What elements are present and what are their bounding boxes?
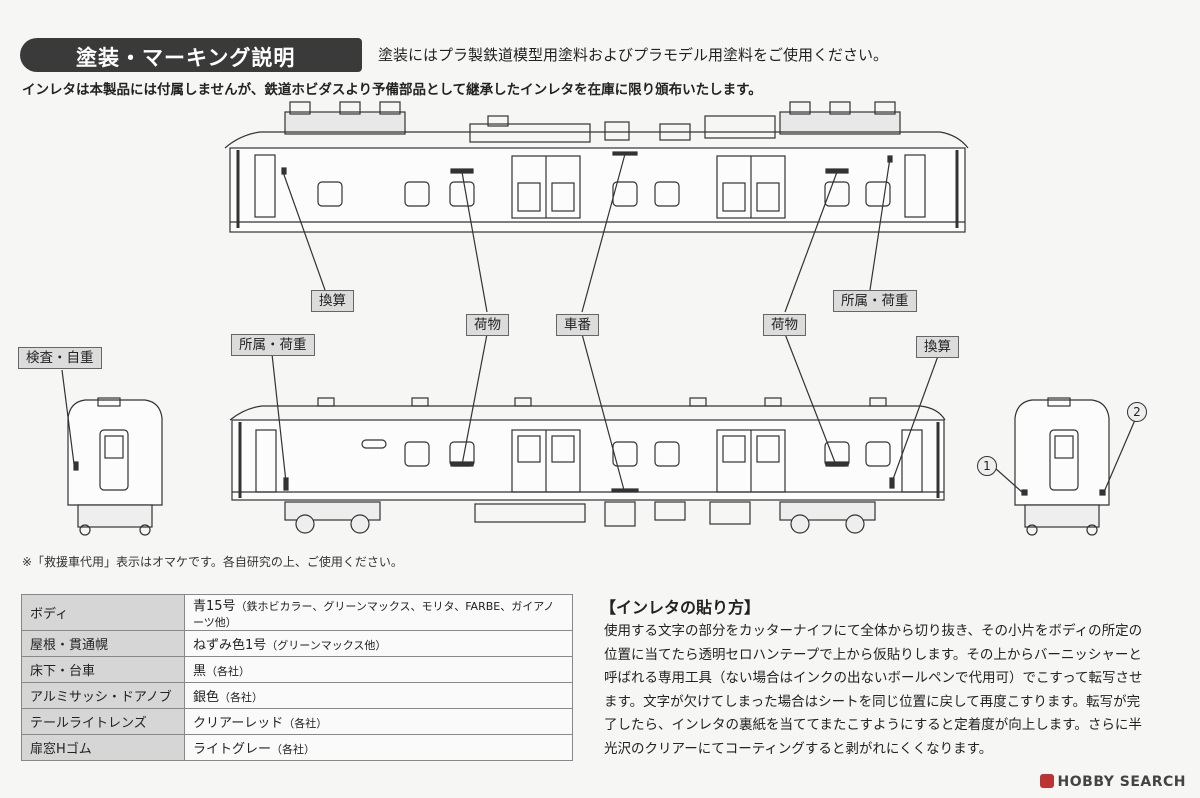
paint-color: ライトグレー（各社） (184, 734, 573, 761)
footnote: ※「救援車代用」表示はオマケです。各自研究の上、ご使用ください。 (22, 555, 403, 569)
paint-brand-note: （各社） (271, 743, 316, 756)
paint-part: 床下・台車 (21, 656, 185, 683)
hobby-search-logo-icon (1039, 774, 1054, 788)
bottom-car-side-view (229, 333, 946, 534)
howto-title: 【インレタの貼り方】 (600, 598, 761, 617)
top-car-side-view (224, 101, 969, 313)
paint-row: テールライトレンズクリアーレッド（各社） (21, 708, 573, 735)
howto-line: 呼ばれる専用工具（ない場合はインクの出ないボールペンで代用可）でこすって転写させ (604, 670, 1143, 687)
label-kansan-top: 換算 (311, 290, 354, 312)
paint-color-name: 黒 (193, 664, 207, 679)
label-kensa: 検査・自重 (18, 347, 102, 369)
marker-circle-2: 2 (1127, 402, 1147, 422)
paint-brand-note: （鉄ホビカラー、グリーンマックス、モリタ、FARBE、ガイアノーツ他） (193, 600, 555, 629)
paint-row: 床下・台車黒（各社） (21, 656, 573, 683)
paint-part: 屋根・貫通幌 (21, 630, 185, 657)
paint-part: アルミサッシ・ドアノブ (21, 682, 185, 709)
paint-row: ボディ青15号（鉄ホビカラー、グリーンマックス、モリタ、FARBE、ガイアノーツ… (21, 594, 573, 631)
watermark: HOBBY SEARCH (1039, 774, 1186, 790)
paint-color: 黒（各社） (184, 656, 573, 683)
paint-color-name: ライトグレー (193, 742, 272, 757)
watermark-text: HOBBY SEARCH (1057, 774, 1186, 790)
decal-notice: インレタは本製品には付属しませんが、鉄道ホビダスより予備部品として継承したインレ… (22, 82, 762, 98)
paint-color: クリアーレッド（各社） (184, 708, 573, 735)
paint-color-table: ボディ青15号（鉄ホビカラー、グリーンマックス、モリタ、FARBE、ガイアノーツ… (21, 594, 573, 761)
left-end-view (61, 369, 163, 536)
railcar-diagram (61, 101, 1136, 536)
paint-color: 青15号（鉄ホビカラー、グリーンマックス、モリタ、FARBE、ガイアノーツ他） (184, 594, 573, 631)
paint-row: アルミサッシ・ドアノブ銀色（各社） (21, 682, 573, 709)
paint-row: 屋根・貫通幌ねずみ色1号（グリーンマックス他） (21, 630, 573, 657)
paint-brand-note: （各社） (219, 691, 264, 704)
paint-color-name: 銀色 (193, 690, 220, 705)
section-title: 塗装・マーキング説明 (76, 46, 296, 70)
paint-color-name: ねずみ色1号 (193, 638, 267, 653)
paint-brand-note: （グリーンマックス他） (266, 639, 387, 652)
section-header: 塗装・マーキング説明 (20, 38, 362, 72)
howto-line: 使用する文字の部分をカッターナイフにて全体から切り抜き、その小片をボディの所定の (604, 623, 1143, 639)
paint-color: ねずみ色1号（グリーンマックス他） (184, 630, 573, 657)
howto-line: 了したら、インレタの裏紙を当ててまたこすようにすると定着度が向上します。さらに半 (604, 717, 1142, 734)
howto-line: ます。文字が欠けてしまった場合はシートを同じ位置に戻して再度こすります。転写が完 (604, 693, 1141, 710)
paint-part: ボディ (21, 594, 185, 631)
paint-color: 銀色（各社） (184, 682, 573, 709)
label-nimotsu-right: 荷物 (763, 314, 806, 336)
label-shozoku-bottom: 所属・荷重 (231, 334, 315, 356)
paint-part: 扉窓Hゴム (21, 734, 185, 761)
marker-circle-1: 1 (977, 456, 997, 476)
right-end-view (994, 397, 1136, 536)
paint-brand-note: （各社） (283, 717, 328, 730)
howto-line: 位置に当てたら透明セロハンテープで上から仮貼りします。その上からバーニッシャーと (604, 646, 1142, 663)
label-nimotsu-left: 荷物 (466, 314, 509, 336)
paint-color-name: 青15号 (193, 599, 236, 614)
paint-color-name: クリアーレッド (193, 716, 284, 731)
label-kansan-bottom: 換算 (916, 336, 959, 358)
label-shaban: 車番 (556, 314, 599, 336)
howto-text: 使用する文字の部分をカッターナイフにて全体から切り抜き、その小片をボディの所定の… (604, 620, 1169, 762)
paint-part: テールライトレンズ (21, 708, 185, 735)
label-shozoku-top: 所属・荷重 (833, 290, 917, 312)
howto-line: 光沢のクリアーにてコーティングすると剥がれにくくなります。 (604, 740, 993, 757)
paint-row: 扉窓Hゴムライトグレー（各社） (21, 734, 573, 761)
paint-brand-note: （各社） (206, 665, 251, 678)
paint-instruction: 塗装にはプラ製鉄道模型用塗料およびプラモデル用塗料をご使用ください。 (378, 46, 889, 64)
